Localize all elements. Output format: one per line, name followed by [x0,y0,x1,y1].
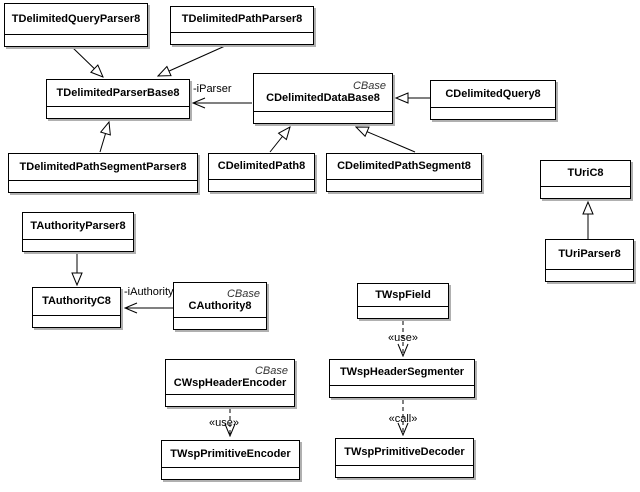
class-twspprimitivedecoder[interactable]: TWspPrimitiveDecoder [335,438,474,478]
stereotype-label: CBase [352,80,386,92]
class-twspheadersegmenter[interactable]: TWspHeaderSegmenter [329,359,475,398]
association-role-label-iauthority: -iAuthority [124,286,174,298]
generalization-pathsegment-to-database [356,127,416,153]
class-turic8[interactable]: TUriC8 [540,160,631,199]
attributes-compartment [358,306,448,318]
attributes-compartment [330,385,474,397]
attributes-compartment [541,186,630,198]
class-name: TAuthorityC8 [42,295,111,307]
class-name: TWspField [375,288,431,301]
class-tdelimitedpathsegmentparser8[interactable]: TDelimitedPathSegmentParser8 [8,153,198,193]
class-name: TWspHeaderSegmenter [339,366,465,378]
class-name: CAuthority8 [188,299,252,312]
attributes-compartment [174,317,266,329]
class-name: CDelimitedQuery8 [445,87,541,100]
attributes-compartment [9,180,197,192]
dependency-stereotype-call: «call» [388,413,418,425]
class-cdelimiteddatabase8[interactable]: CBase CDelimitedDataBase8 [253,73,393,124]
class-tdelimitedqueryparser8[interactable]: TDelimitedQueryParser8 [4,3,148,47]
class-cdelimitedpathsegment8[interactable]: CDelimitedPathSegment8 [326,153,482,192]
attributes-compartment [209,179,314,191]
attributes-compartment [162,467,299,479]
class-name: TWspPrimitiveDecoder [344,445,465,458]
attributes-compartment [166,394,294,406]
class-name: TUriParser8 [558,248,621,260]
attributes-compartment [546,269,633,281]
class-name: TDelimitedParserBase8 [56,86,180,99]
association-role-label-iparser: -iParser [193,83,232,95]
class-cwspheaderencoder[interactable]: CBase CWspHeaderEncoder [165,359,295,407]
class-cauthority8[interactable]: CBase CAuthority8 [173,282,267,330]
class-tdelimitedpathparser8[interactable]: TDelimitedPathParser8 [170,6,314,45]
attributes-compartment [254,111,392,123]
class-twspprimitiveencoder[interactable]: TWspPrimitiveEncoder [161,440,300,480]
class-name: TDelimitedQueryParser8 [11,12,141,25]
generalization-queryparser-to-parserbase [71,46,103,77]
generalization-pathsegmentparser-to-parserbase [99,122,109,153]
generalization-path-to-database [269,127,290,153]
class-name: TDelimitedPathSegmentParser8 [19,160,187,173]
stereotype-label: CBase [226,287,260,300]
class-cdelimitedquery8[interactable]: CDelimitedQuery8 [430,80,556,120]
attributes-compartment [171,32,313,44]
attributes-compartment [47,106,189,118]
class-tauthorityc8[interactable]: TAuthorityC8 [32,287,121,328]
class-name: CDelimitedPathSegment8 [337,160,471,172]
class-name: CDelimitedPath8 [217,160,306,172]
class-name: TDelimitedPathParser8 [181,13,303,25]
class-turiparser8[interactable]: TUriParser8 [545,239,634,282]
stereotype-label: CBase [254,364,288,377]
attributes-compartment [5,34,147,46]
class-name: TWspPrimitiveEncoder [170,447,291,460]
class-tdelimitedparserbase8[interactable]: TDelimitedParserBase8 [46,79,190,119]
class-twspfield[interactable]: TWspField [357,283,449,319]
class-name: CWspHeaderEncoder [173,376,287,389]
class-name: CDelimitedDataBase8 [266,92,380,104]
attributes-compartment [23,239,133,251]
attributes-compartment [336,465,473,477]
dependency-stereotype-use-1: «use» [388,332,418,344]
attributes-compartment [327,179,481,191]
generalization-pathparser-to-parserbase [158,45,226,76]
attributes-compartment [33,315,120,327]
class-name: TUriC8 [567,167,604,179]
dependency-stereotype-use-2: «use» [209,417,239,429]
attributes-compartment [431,107,555,119]
class-tauthorityparser8[interactable]: TAuthorityParser8 [22,212,134,252]
class-cdelimitedpath8[interactable]: CDelimitedPath8 [208,153,315,192]
class-name: TAuthorityParser8 [30,219,126,232]
